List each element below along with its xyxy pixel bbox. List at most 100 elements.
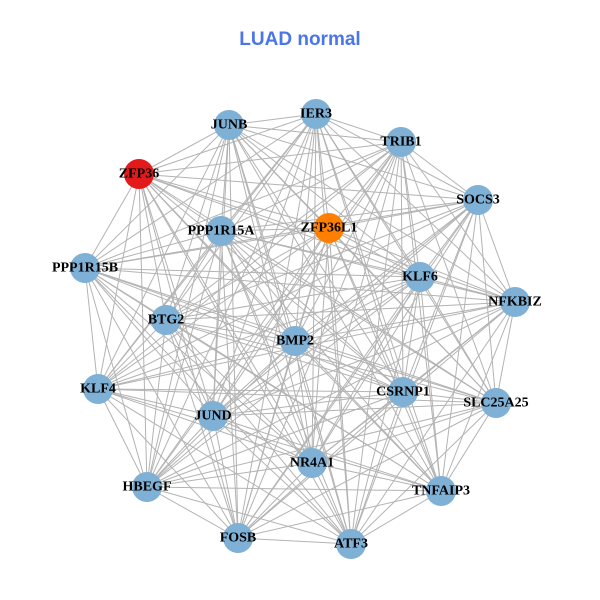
edge-JUNB-KLF4 xyxy=(97,124,230,390)
node-JUND[interactable]: JUND xyxy=(194,401,232,431)
edge-PPP1R15A-BMP2 xyxy=(220,230,296,342)
edge-IER3-BMP2 xyxy=(294,113,317,342)
node-PPP1R15A[interactable]: PPP1R15A xyxy=(188,216,256,246)
edge-JUND-FOSB xyxy=(212,415,239,539)
node-label: BTG2 xyxy=(148,313,185,328)
edge-BTG2-CSRNP1 xyxy=(165,319,404,393)
node-TNFAIP3[interactable]: TNFAIP3 xyxy=(412,476,470,506)
edge-IER3-CSRNP1 xyxy=(315,113,404,393)
edge-BTG2-HBEGF xyxy=(146,319,167,488)
edge-TRIB1-FOSB xyxy=(237,141,402,539)
node-label: IER3 xyxy=(300,107,332,122)
edge-KLF4-JUND xyxy=(97,388,214,417)
edge-TRIB1-SOCS3 xyxy=(400,141,479,201)
edge-ZFP36L1-BTG2 xyxy=(165,227,330,321)
node-circle xyxy=(314,213,344,243)
node-label: NR4A1 xyxy=(290,456,334,471)
edge-NFKBIZ-TNFAIP3 xyxy=(440,301,516,492)
node-PPP1R15B[interactable]: PPP1R15B xyxy=(52,253,118,283)
edge-IER3-HBEGF xyxy=(146,113,317,488)
edge-FOSB-ATF3 xyxy=(237,537,352,545)
node-JUNB[interactable]: JUNB xyxy=(211,110,248,140)
edge-NFKBIZ-SLC25A25 xyxy=(495,301,516,404)
node-IER3[interactable]: IER3 xyxy=(300,99,332,129)
node-label: JUND xyxy=(194,409,231,424)
edge-KLF6-ATF3 xyxy=(350,276,421,545)
node-circle xyxy=(83,374,113,404)
node-TRIB1[interactable]: TRIB1 xyxy=(380,127,422,157)
edge-TRIB1-JUND xyxy=(212,141,402,417)
edge-SOCS3-HBEGF xyxy=(146,199,479,488)
edge-ZFP36-SOCS3 xyxy=(138,173,479,201)
edge-KLF4-HBEGF xyxy=(97,388,148,488)
edge-IER3-KLF4 xyxy=(97,113,317,390)
node-BTG2[interactable]: BTG2 xyxy=(148,305,185,335)
edge-ZFP36L1-ATF3 xyxy=(328,227,352,545)
node-label: SOCS3 xyxy=(456,193,500,208)
edge-KLF4-FOSB xyxy=(97,388,239,539)
edge-IER3-ATF3 xyxy=(315,113,352,545)
edge-TRIB1-PPP1R15B xyxy=(84,141,402,269)
node-label: NFKBIZ xyxy=(488,295,542,310)
edge-TNFAIP3-ATF3 xyxy=(350,490,442,545)
node-circle xyxy=(70,253,100,283)
edge-SOCS3-NFKBIZ xyxy=(477,199,516,303)
node-HBEGF[interactable]: HBEGF xyxy=(122,472,172,502)
node-SLC25A25[interactable]: SLC25A25 xyxy=(463,388,529,418)
edge-KLF6-CSRNP1 xyxy=(402,276,421,393)
edge-ZFP36-SLC25A25 xyxy=(138,173,497,404)
edge-IER3-BTG2 xyxy=(165,113,317,321)
edge-NFKBIZ-BTG2 xyxy=(165,301,516,321)
node-circle xyxy=(500,287,530,317)
node-FOSB[interactable]: FOSB xyxy=(220,523,257,553)
edge-KLF4-ATF3 xyxy=(97,388,352,545)
edge-JUNB-HBEGF xyxy=(146,124,230,488)
edge-SOCS3-ATF3 xyxy=(350,199,479,545)
edge-PPP1R15B-JUND xyxy=(84,267,214,417)
edge-SLC25A25-HBEGF xyxy=(146,402,497,488)
node-circle xyxy=(386,127,416,157)
edge-NR4A1-HBEGF xyxy=(146,462,313,488)
node-BMP2[interactable]: BMP2 xyxy=(276,326,314,356)
edge-SLC25A25-FOSB xyxy=(237,402,497,539)
node-ZFP36L1[interactable]: ZFP36L1 xyxy=(301,213,358,243)
node-circle xyxy=(198,401,228,431)
edge-IER3-FOSB xyxy=(237,113,317,539)
edge-JUNB-PPP1R15B xyxy=(84,124,230,269)
node-label: ZFP36 xyxy=(119,167,159,182)
edge-IER3-JUND xyxy=(212,113,317,417)
edge-ZFP36L1-SLC25A25 xyxy=(328,227,497,404)
edge-ZFP36L1-KLF4 xyxy=(97,227,330,390)
edge-SLC25A25-JUND xyxy=(212,402,497,417)
node-KLF6[interactable]: KLF6 xyxy=(402,262,438,292)
edge-TRIB1-SLC25A25 xyxy=(400,141,497,404)
edge-NR4A1-FOSB xyxy=(237,462,313,539)
node-label: KLF6 xyxy=(402,270,438,285)
node-KLF4[interactable]: KLF4 xyxy=(80,374,116,404)
edge-KLF6-FOSB xyxy=(237,276,421,539)
node-NFKBIZ[interactable]: NFKBIZ xyxy=(488,287,542,317)
node-circle xyxy=(301,99,331,129)
edge-ZFP36L1-TNFAIP3 xyxy=(328,227,442,492)
node-ATF3[interactable]: ATF3 xyxy=(334,529,368,559)
edge-ZFP36-JUNB xyxy=(138,124,230,175)
node-circle xyxy=(405,262,435,292)
edge-PPP1R15B-KLF4 xyxy=(84,267,99,390)
edge-SOCS3-PPP1R15A xyxy=(220,199,479,232)
node-ZFP36[interactable]: ZFP36 xyxy=(119,159,159,189)
node-circle xyxy=(132,472,162,502)
edge-SOCS3-SLC25A25 xyxy=(477,199,497,404)
node-NR4A1[interactable]: NR4A1 xyxy=(290,448,334,478)
edge-JUND-TNFAIP3 xyxy=(212,415,442,492)
edge-NFKBIZ-ATF3 xyxy=(350,301,516,545)
edge-KLF4-TNFAIP3 xyxy=(97,388,442,492)
node-circle xyxy=(481,388,511,418)
node-circle xyxy=(280,326,310,356)
node-label: PPP1R15A xyxy=(188,224,256,239)
node-SOCS3[interactable]: SOCS3 xyxy=(456,185,500,215)
edge-TRIB1-KLF4 xyxy=(97,141,402,390)
edge-HBEGF-TNFAIP3 xyxy=(146,486,442,492)
node-CSRNP1[interactable]: CSRNP1 xyxy=(376,377,430,407)
edge-KLF4-SLC25A25 xyxy=(97,388,497,404)
